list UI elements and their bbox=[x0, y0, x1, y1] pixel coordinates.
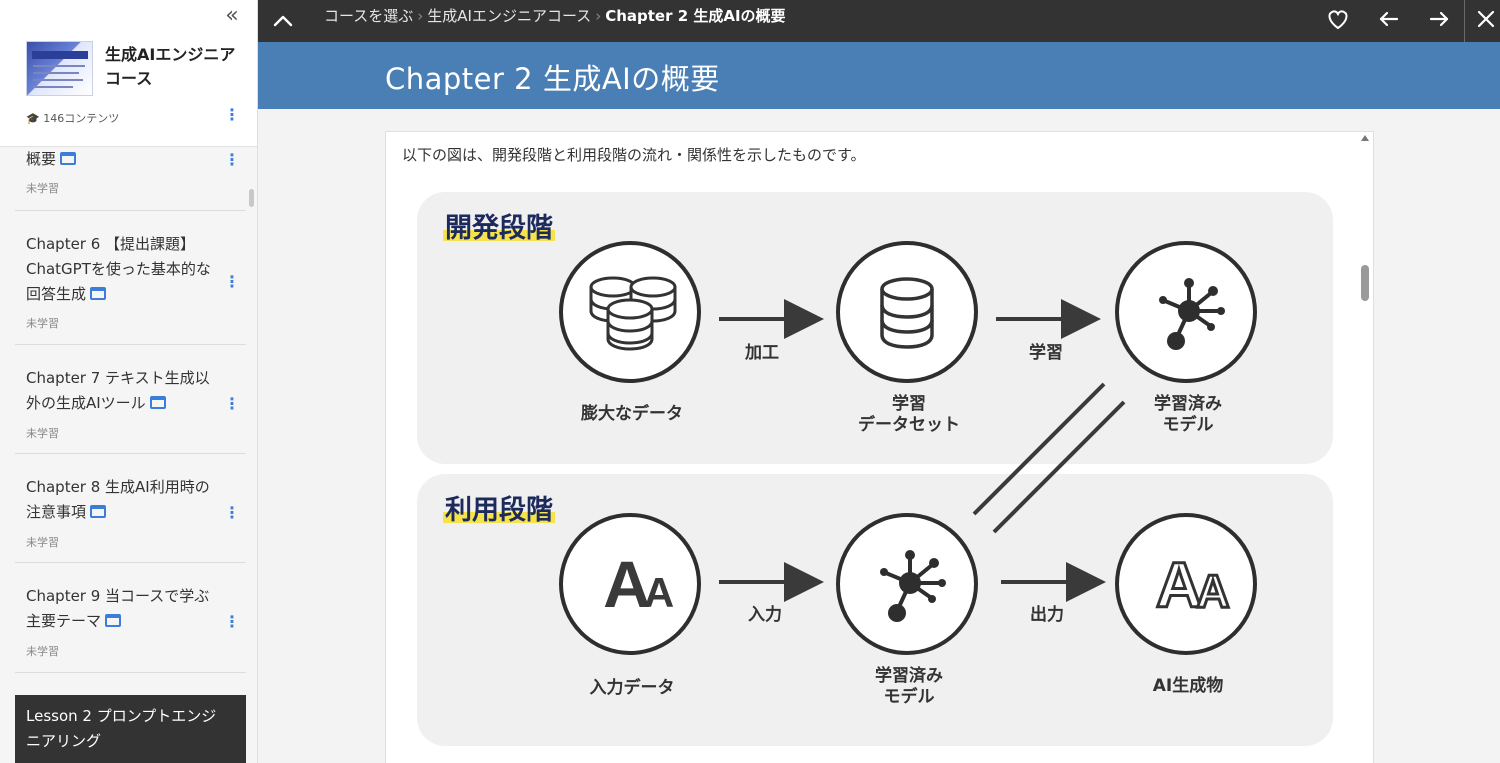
text-aa-icon: A A bbox=[603, 547, 674, 621]
list-item[interactable]: Chapter 8 生成AI利用時の注意事項 未学習 ⋮ bbox=[15, 454, 246, 563]
course-title: 生成AIエンジニアコース bbox=[105, 45, 236, 88]
item-status: 未学習 bbox=[26, 645, 59, 658]
sidebar: 生成AIエンジニアコース 🎓 146コンテンツ ⋮ « 概要 未学習 ⋮ Cha… bbox=[0, 0, 258, 763]
list-item[interactable]: 概要 未学習 ⋮ bbox=[15, 147, 246, 211]
breadcrumb-current: Chapter 2 生成AIの概要 bbox=[605, 7, 786, 25]
list-item[interactable]: Chapter 6 【提出課題】ChatGPTを使った基本的な回答生成 未学習 … bbox=[15, 211, 246, 345]
dev-stage-title: 開発段階 bbox=[443, 206, 555, 245]
item-menu-icon[interactable]: ⋮ bbox=[224, 612, 240, 631]
list-item[interactable]: Chapter 7 テキスト生成以外の生成AIツール 未学習 ⋮ bbox=[15, 345, 246, 454]
item-status: 未学習 bbox=[26, 536, 59, 549]
item-menu-icon[interactable]: ⋮ bbox=[224, 503, 240, 522]
breadcrumb: コースを選ぶ›生成AIエンジニアコース›Chapter 2 生成AIの概要 bbox=[324, 0, 786, 42]
item-status: 未学習 bbox=[26, 317, 59, 330]
input-data-node: A A bbox=[559, 513, 701, 655]
content-count: 🎓 146コンテンツ bbox=[26, 112, 120, 125]
use-stage-title: 利用段階 bbox=[443, 488, 555, 527]
item-title: 概要 bbox=[26, 150, 57, 168]
collapse-sidebar-icon[interactable]: « bbox=[225, 3, 239, 28]
node-label-trained-model-use: 学習済み モデル bbox=[875, 666, 943, 707]
window-icon bbox=[90, 505, 107, 518]
edge-label-input: 入力 bbox=[748, 605, 782, 625]
breadcrumb-separator: › bbox=[417, 7, 424, 25]
scroll-up-icon[interactable] bbox=[1361, 135, 1369, 141]
intro-text: 以下の図は、開発段階と利用段階の流れ・関係性を示したものです。 bbox=[402, 146, 866, 164]
top-bar: コースを選ぶ›生成AIエンジニアコース›Chapter 2 生成AIの概要 bbox=[258, 0, 1500, 42]
database-stack-icon bbox=[589, 276, 677, 351]
network-icon bbox=[1159, 278, 1225, 350]
window-icon bbox=[60, 152, 77, 165]
chapter-header: Chapter 2 生成AIの概要 bbox=[258, 42, 1500, 109]
window-icon bbox=[105, 614, 122, 627]
window-icon bbox=[149, 396, 166, 409]
arrow-left-icon[interactable] bbox=[1375, 5, 1403, 33]
outlined-aa-icon: A A bbox=[1154, 548, 1231, 623]
sidebar-scrollbar[interactable] bbox=[249, 189, 254, 207]
chapter-title: Chapter 2 生成AIの概要 bbox=[385, 62, 720, 96]
edge-label-train: 学習 bbox=[1029, 343, 1063, 363]
item-title: Chapter 8 生成AI利用時の注意事項 bbox=[26, 478, 210, 521]
lesson-header[interactable]: Lesson 2 プロンプトエンジニアリング bbox=[15, 695, 246, 763]
course-header: 生成AIエンジニアコース 🎓 146コンテンツ ⋮ bbox=[0, 0, 257, 147]
ai-output-node: A A bbox=[1115, 513, 1257, 655]
arrow-right-icon[interactable] bbox=[1425, 5, 1453, 33]
heart-icon[interactable] bbox=[1324, 5, 1352, 33]
item-menu-icon[interactable]: ⋮ bbox=[224, 272, 240, 291]
svg-text:A: A bbox=[1196, 565, 1229, 617]
svg-text:A: A bbox=[1156, 549, 1202, 621]
node-label-input-data: 入力データ bbox=[589, 678, 675, 698]
model-link-line bbox=[992, 400, 1126, 534]
svg-text:A: A bbox=[644, 569, 674, 616]
model-link-line bbox=[972, 382, 1106, 516]
dataset-node bbox=[836, 241, 978, 383]
toolbar-divider bbox=[1464, 0, 1465, 42]
item-menu-icon[interactable]: ⋮ bbox=[224, 150, 240, 169]
item-title: Chapter 6 【提出課題】ChatGPTを使った基本的な回答生成 bbox=[26, 235, 211, 303]
breadcrumb-course-select[interactable]: コースを選ぶ bbox=[324, 7, 414, 25]
content-card: 以下の図は、開発段階と利用段階の流れ・関係性を示したものです。 開発段階 利用段… bbox=[385, 131, 1374, 763]
database-icon bbox=[880, 277, 934, 349]
item-menu-icon[interactable]: ⋮ bbox=[224, 394, 240, 413]
breadcrumb-course[interactable]: 生成AIエンジニアコース bbox=[427, 7, 592, 25]
svg-text:A: A bbox=[603, 547, 651, 621]
list-item[interactable]: Chapter 9 当コースで学ぶ主要テーマ 未学習 ⋮ bbox=[15, 563, 246, 673]
item-title: Chapter 7 テキスト生成以外の生成AIツール bbox=[26, 369, 210, 412]
big-data-node bbox=[559, 241, 701, 383]
trained-model-node-use bbox=[836, 513, 978, 655]
close-icon[interactable] bbox=[1472, 5, 1500, 33]
diagram-connectors bbox=[719, 299, 1126, 602]
lesson-title: Lesson 2 プロンプトエンジニアリング bbox=[26, 707, 217, 750]
network-icon bbox=[880, 550, 946, 622]
edge-label-process: 加工 bbox=[745, 343, 779, 363]
item-title: Chapter 9 当コースで学ぶ主要テーマ bbox=[26, 587, 210, 630]
course-menu-icon[interactable]: ⋮ bbox=[224, 105, 240, 124]
course-thumbnail bbox=[26, 41, 93, 96]
edge-label-output: 出力 bbox=[1030, 605, 1064, 625]
node-label-ai-output: AI生成物 bbox=[1152, 676, 1224, 696]
chevron-up-icon[interactable] bbox=[270, 8, 296, 34]
item-status: 未学習 bbox=[26, 182, 59, 195]
window-icon bbox=[90, 287, 107, 300]
node-label-dataset: 学習 データセット bbox=[858, 394, 960, 435]
item-status: 未学習 bbox=[26, 427, 59, 440]
breadcrumb-separator: › bbox=[595, 7, 602, 25]
trained-model-node bbox=[1115, 241, 1257, 383]
content-scrollbar[interactable] bbox=[1361, 265, 1369, 301]
node-label-trained-model: 学習済み モデル bbox=[1154, 394, 1222, 435]
node-label-big-data: 膨大なデータ bbox=[581, 404, 683, 424]
